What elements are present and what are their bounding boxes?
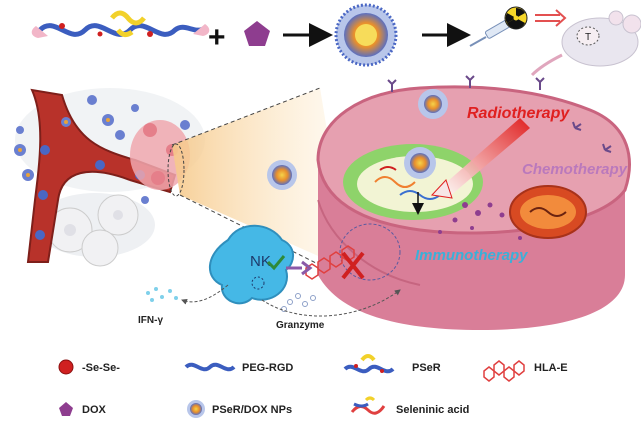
legend-dox-label: DOX — [82, 404, 107, 416]
legend-sel-label: Seleninic acid — [396, 404, 469, 416]
radiotherapy-beam — [440, 118, 530, 196]
label-immunotherapy: Immunotherapy — [415, 247, 528, 264]
top-polymer — [31, 10, 210, 38]
ifn-particles — [146, 287, 178, 302]
legend-peg-label: PEG-RGD — [242, 362, 293, 374]
syringe-icon — [469, 19, 512, 47]
double-arrow-icon — [535, 9, 567, 27]
zoom-cone — [172, 88, 350, 270]
radiation-icon — [504, 6, 528, 30]
legend-np-label: PSeR/DOX NPs — [212, 404, 292, 416]
block-cross — [341, 251, 365, 280]
mouse-tumor-label: T — [585, 32, 591, 43]
np-on-membrane — [418, 89, 448, 119]
legend-se-label: -Se-Se- — [82, 362, 120, 374]
label-radiotherapy: Radiotherapy — [467, 105, 570, 122]
legend-pser-icon — [343, 354, 395, 374]
legend-peg-icon — [184, 362, 236, 372]
mitochondrion — [509, 185, 587, 239]
legend-hla-label: HLA-E — [534, 362, 568, 374]
plus-sign: + — [208, 21, 226, 54]
legend: -Se-Se- PEG-RGD PSeR HLA-E DOX PSeR/DOX … — [58, 354, 568, 418]
hla-region — [339, 223, 401, 281]
nucleus — [343, 144, 483, 220]
nk-cell: NK — [208, 224, 294, 305]
legend-sel-icon — [350, 396, 386, 415]
legend-pser-label: PSeR — [412, 362, 441, 374]
nk-label: NK — [250, 253, 271, 270]
zoom-line-top — [171, 87, 321, 146]
zoom-focus — [167, 143, 185, 197]
legend-se-icon — [58, 359, 74, 375]
ifn-arrow — [181, 284, 229, 305]
legend-hla-icon — [483, 360, 525, 382]
granzyme-arrow — [261, 289, 401, 317]
receptors-membrane — [387, 75, 612, 153]
np-dots-orange — [18, 118, 110, 177]
nanoparticle-large — [334, 3, 398, 67]
tumor-cluster-small — [130, 120, 190, 190]
radiotherapy-arrowhead — [430, 179, 453, 199]
dox-dots — [438, 202, 522, 240]
nk-receptor — [286, 260, 313, 276]
dox-pentagon — [244, 21, 270, 46]
hla-e-hexagons — [305, 245, 355, 280]
granzyme-particles — [281, 293, 316, 312]
mouse-icon: T — [530, 10, 641, 77]
np-inside-nucleus — [404, 147, 436, 179]
label-granzyme: Granzyme — [276, 320, 325, 331]
legend-np-icon — [187, 400, 205, 418]
label-chemotherapy: Chemotherapy — [522, 161, 628, 178]
legend-dox-icon — [59, 402, 73, 416]
np-floating — [267, 160, 297, 190]
label-ifn: IFN-γ — [138, 315, 163, 326]
